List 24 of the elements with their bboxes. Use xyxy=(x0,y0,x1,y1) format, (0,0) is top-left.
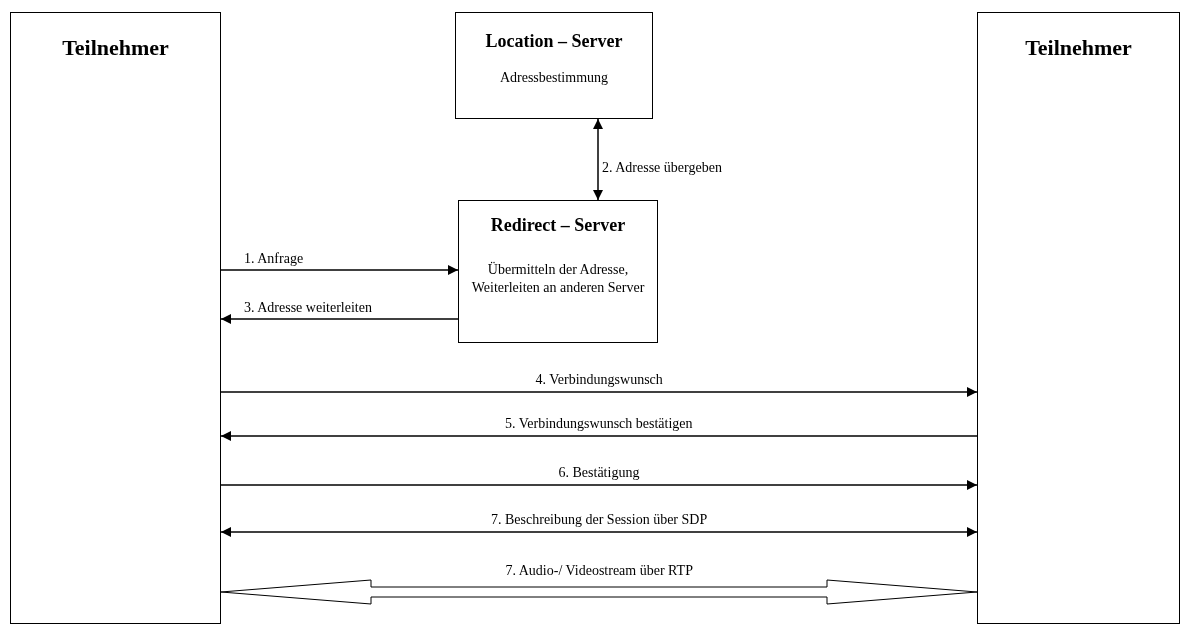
server-description: Adressbestimmung xyxy=(498,69,610,87)
participant-name: Teilnehmer xyxy=(1024,35,1133,61)
participant-lifeline xyxy=(10,12,221,624)
arrow xyxy=(220,265,459,275)
server-title: Location – Server xyxy=(484,31,624,52)
edge-label: 6. Bestätigung xyxy=(556,465,642,481)
server-description: Übermitteln der Adresse, Weiterleiten an anderen Server xyxy=(470,261,646,297)
participant-lifeline xyxy=(977,12,1180,624)
arrow xyxy=(593,118,603,201)
arrow xyxy=(220,480,978,490)
server-box xyxy=(455,12,653,119)
participant-name: Teilnehmer xyxy=(61,35,170,61)
edge-label: 1. Anfrage xyxy=(242,251,306,267)
server-box xyxy=(458,200,658,343)
double-arrow xyxy=(220,579,978,605)
arrow xyxy=(220,314,459,324)
arrow xyxy=(220,387,978,397)
server-title: Redirect – Server xyxy=(489,215,627,236)
edge-label: 5. Verbindungswunsch bestätigen xyxy=(503,416,695,432)
arrow xyxy=(220,431,978,441)
edge-label: 2. Adresse übergeben xyxy=(600,160,724,176)
arrow xyxy=(220,527,978,537)
edge-label: 4. Verbindungswunsch xyxy=(533,372,665,388)
edge-label: 7. Beschreibung der Session über SDP xyxy=(489,512,710,528)
